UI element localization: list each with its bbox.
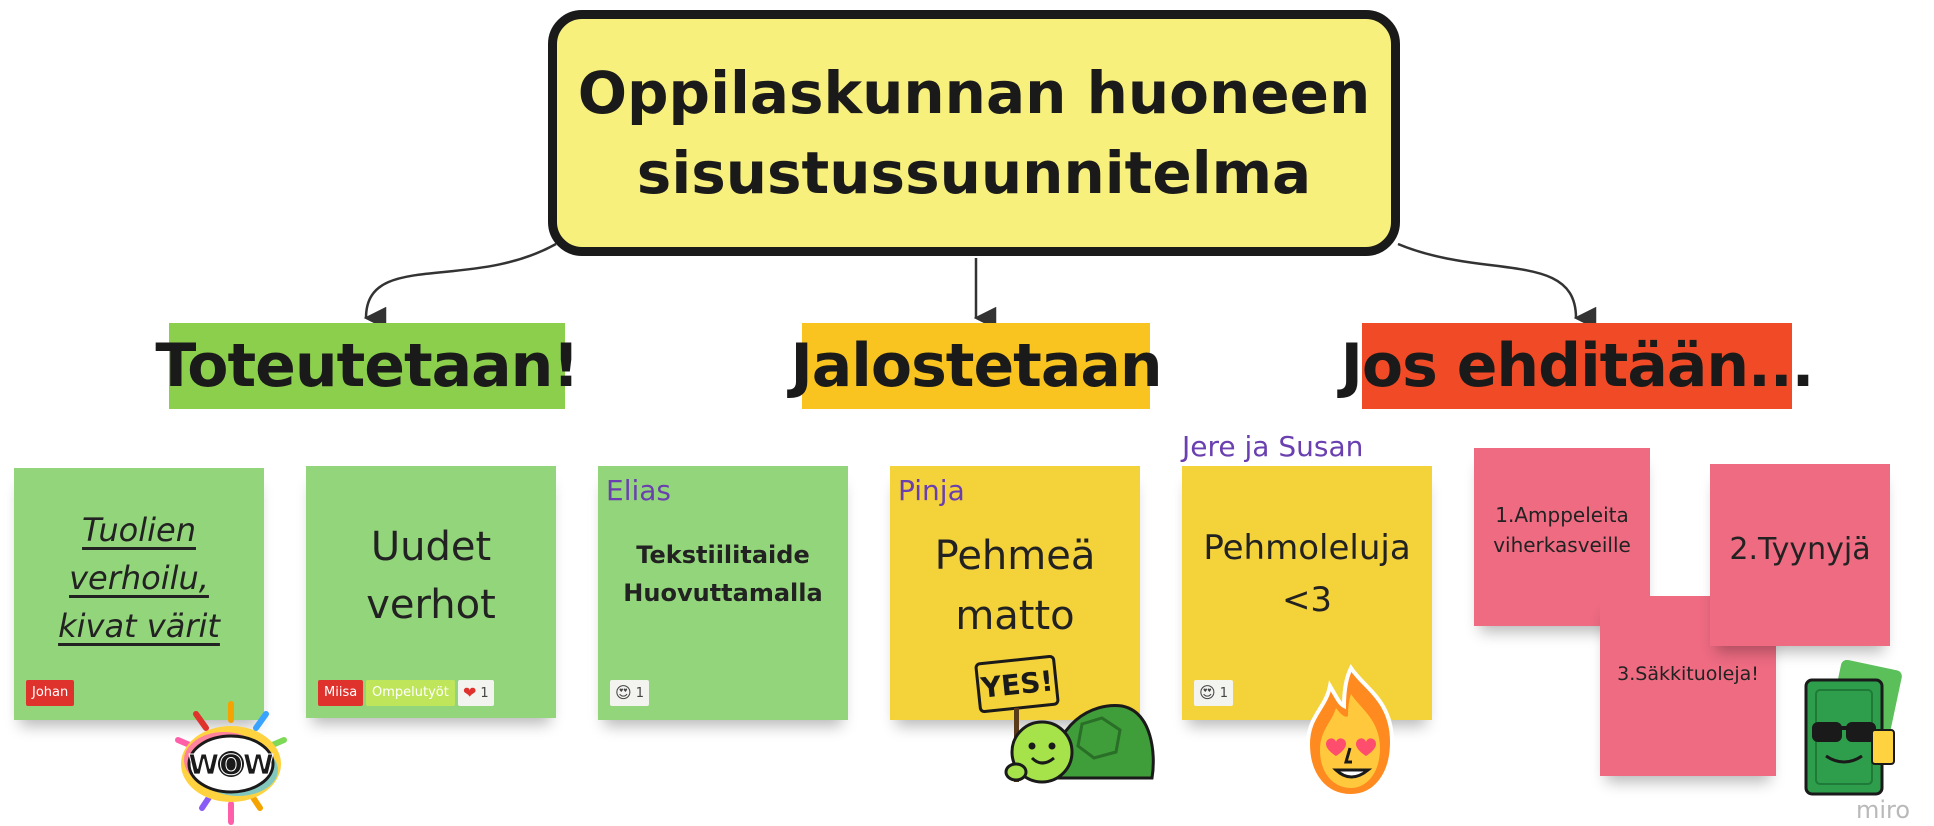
note-author: Elias bbox=[606, 474, 671, 507]
tag-ompelutyot[interactable]: Ompelutyöt bbox=[366, 680, 455, 706]
reaction-count: 1 bbox=[635, 685, 644, 701]
reaction-count: 1 bbox=[1219, 685, 1228, 701]
reaction-heart-eyes[interactable]: 😍 1 bbox=[610, 680, 649, 706]
tag-miisa[interactable]: Miisa bbox=[318, 680, 364, 706]
sticky-note-text: 2.Tyynyjä bbox=[1729, 532, 1871, 567]
sticky-note-pehmea-matto[interactable]: Pinja Pehmeä matto bbox=[890, 466, 1140, 720]
sticky-note-text: Tekstiilitaide Huovuttamalla bbox=[623, 541, 823, 607]
sticky-note-tekstiilitaide[interactable]: Elias Tekstiilitaide Huovuttamalla 😍 1 bbox=[598, 466, 848, 720]
yes-sign-text: YES! bbox=[978, 664, 1054, 704]
sticky-note-amppeleita[interactable]: 1.Amppeleita viherkasveille bbox=[1474, 448, 1650, 626]
money-sunglasses-sticker-icon[interactable] bbox=[1796, 660, 1908, 800]
sticky-note-tyynyja[interactable]: 2.Tyynyjä bbox=[1710, 464, 1890, 646]
turtle-yes-sticker-icon[interactable]: YES! bbox=[972, 654, 1158, 794]
connector-right bbox=[1397, 242, 1597, 330]
sticky-note-text: 1.Amppeleita viherkasveille bbox=[1493, 503, 1631, 557]
heart-eyes-emoji-icon: 😍 bbox=[615, 683, 632, 702]
page-title: Oppilaskunnan huoneen sisustussuunnitelm… bbox=[577, 59, 1371, 207]
note-author-jere-susan: Jere ja Susan bbox=[1182, 430, 1364, 463]
sticky-note-text: Tuolien verhoilu, kivat värit bbox=[58, 511, 220, 645]
sticky-note-tuolien-verhoilu[interactable]: Tuolien verhoilu, kivat värit Johan bbox=[14, 468, 264, 720]
sticky-note-text: Uudet verhot bbox=[366, 524, 496, 628]
wow-sticker-text: WOW bbox=[188, 748, 274, 781]
reaction-heart[interactable]: ❤ 1 bbox=[458, 680, 494, 706]
heading-toteutetaan[interactable]: Toteutetaan! bbox=[155, 323, 580, 409]
reaction-heart-eyes[interactable]: 😍 1 bbox=[1194, 680, 1233, 706]
wow-eye-sticker-icon[interactable]: WOW bbox=[172, 700, 290, 826]
sticky-note-pehmoleluja[interactable]: Pehmoleluja <3 😍 1 bbox=[1182, 466, 1432, 720]
miro-watermark: miro bbox=[1856, 796, 1911, 824]
sticky-note-text: 3.Säkkituoleja! bbox=[1617, 663, 1759, 685]
heading-jalostetaan[interactable]: Jalostetaan bbox=[790, 323, 1163, 409]
note-author: Pinja bbox=[898, 474, 965, 507]
sticky-note-text: Pehmoleluja <3 bbox=[1203, 528, 1411, 620]
reaction-count: 1 bbox=[480, 685, 489, 701]
tag-johan[interactable]: Johan bbox=[26, 680, 75, 706]
fire-face-sticker-icon[interactable] bbox=[1296, 664, 1406, 800]
sticky-note-text: Pehmeä matto bbox=[934, 533, 1096, 639]
heart-emoji-icon: ❤ bbox=[463, 683, 477, 702]
heading-jos-ehditaan[interactable]: Jos ehditään... bbox=[1341, 323, 1814, 409]
connector-left bbox=[363, 242, 557, 330]
heart-eyes-emoji-icon: 😍 bbox=[1199, 683, 1216, 702]
sticky-note-uudet-verhot[interactable]: Uudet verhot Miisa Ompelutyöt ❤ 1 bbox=[306, 466, 556, 718]
title-card[interactable]: Oppilaskunnan huoneen sisustussuunnitelm… bbox=[548, 10, 1400, 256]
